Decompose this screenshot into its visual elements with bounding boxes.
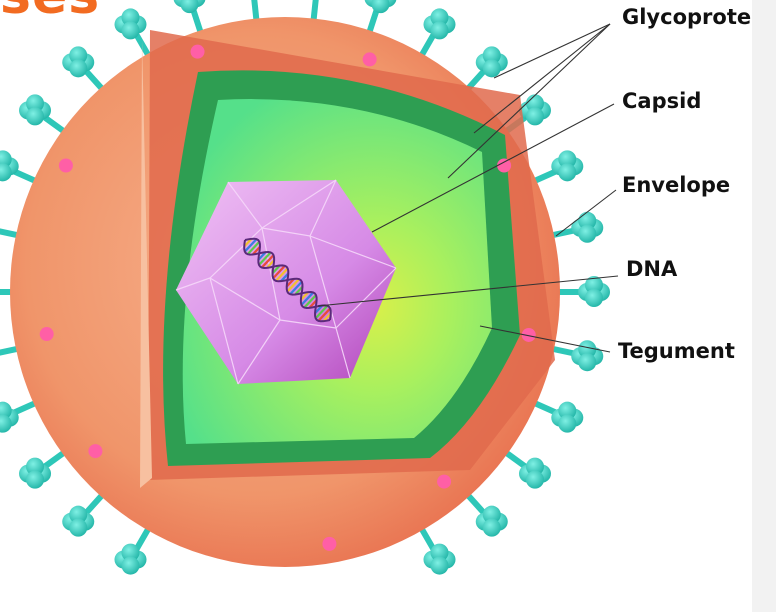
envelope-leader (555, 189, 617, 237)
glycoprotein-spike (414, 519, 456, 575)
label-tegument: Tegument (618, 339, 735, 363)
dna-base-pair (246, 241, 261, 255)
dna-base-pair (314, 304, 324, 314)
dna-capsid-icosahedron (175, 179, 397, 385)
label-glycoprotein: Glycoprotein (622, 5, 773, 29)
dna-base-pair (289, 281, 303, 295)
glycoprotein-leader-1 (493, 23, 611, 79)
glycoprotein-spike (19, 445, 73, 489)
dna-base-pair (303, 294, 317, 309)
label-envelope: Envelope (622, 173, 730, 197)
dna-base-pair (285, 278, 295, 288)
dna-base-pair (286, 278, 300, 293)
envelope-protein-dot (58, 158, 73, 173)
glycoprotein-spike (62, 486, 110, 537)
envelope-protein-dot (437, 474, 452, 489)
dna-base-pair (243, 238, 258, 253)
dna-base-pair (271, 264, 281, 274)
dna-base-pair (308, 299, 318, 309)
dna-double-helix (243, 237, 332, 323)
envelope-protein-dot (190, 44, 205, 59)
dna-base-pair (275, 267, 289, 282)
glycoprotein-leader-2 (473, 23, 611, 134)
dna-base-pair (266, 259, 275, 269)
dna-base-pair (317, 307, 332, 322)
envelope-protein-dot (521, 327, 536, 342)
label-dna: DNA (626, 257, 678, 281)
dna-base-pair (260, 254, 275, 269)
glycoprotein-leader-3 (447, 23, 611, 179)
glycoprotein-spike (19, 94, 73, 139)
glycoprotein-spikes (0, 0, 610, 575)
dna-base-pair (258, 251, 272, 266)
dna-base-pair (251, 246, 261, 256)
dna-base-pair (314, 305, 329, 319)
glycoprotein-spike (460, 46, 508, 98)
dna-base-pair (322, 312, 332, 322)
capsid-leader (371, 103, 615, 233)
title-fragment: ses (0, 0, 100, 26)
envelope-protein-dot (88, 444, 103, 459)
envelope-protein-dot (362, 52, 377, 67)
dna-base-pair (300, 291, 315, 306)
dna-strand (244, 237, 331, 323)
dna-base-pair (280, 272, 290, 282)
dna-base-pair (294, 286, 304, 296)
tegument-leader (479, 325, 611, 353)
glycoprotein-spike (0, 150, 45, 187)
glycoprotein-spike (525, 150, 584, 187)
glycoprotein-spike (114, 8, 156, 65)
glycoprotein-spike (550, 276, 610, 307)
envelope-protein-dot (497, 158, 512, 173)
glycoprotein-spike (364, 0, 397, 41)
leader-lines (317, 23, 619, 353)
envelope-protein-dot (322, 536, 337, 551)
dna-base-pair (243, 238, 253, 248)
envelope-cut-edge (140, 40, 152, 488)
dna-base-pair (300, 291, 309, 301)
label-capsid: Capsid (622, 89, 701, 113)
dna-base-pair (257, 251, 267, 261)
envelope-protein-dot (39, 327, 54, 342)
glycoprotein-spike (62, 46, 110, 98)
envelope-proteins (39, 44, 536, 551)
dna-base-pair (272, 265, 286, 279)
page-edge-strip (752, 0, 776, 612)
glycoprotein-spike (525, 397, 584, 433)
dna-leader (317, 275, 619, 307)
